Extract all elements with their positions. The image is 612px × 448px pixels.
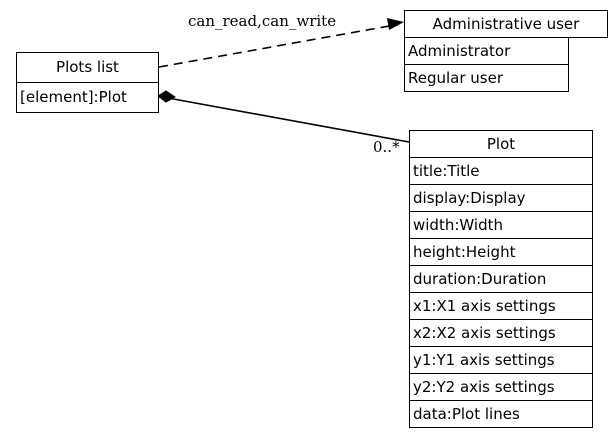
class-box-administrative-user[interactable]: Administrative user Administrator Regula… <box>404 10 608 92</box>
composition-edge <box>157 90 410 143</box>
access-edge-arrowhead <box>387 18 404 30</box>
class-name-plot: Plot <box>409 130 593 158</box>
class-box-plot[interactable]: Plot title:Title display:Display width:W… <box>409 130 593 428</box>
class-attribute-row: Administrator <box>404 37 569 65</box>
edge-label-access: can_read,can_write <box>188 12 337 30</box>
class-attribute-row: data:Plot lines <box>409 400 593 428</box>
class-attribute-row: x1:X1 axis settings <box>409 292 593 320</box>
class-attribute-row: title:Title <box>409 157 593 185</box>
composition-edge-line <box>167 97 410 143</box>
class-box-plots-list[interactable]: Plots list [element]:Plot <box>16 52 159 113</box>
class-attribute-row: Regular user <box>404 64 569 92</box>
composition-diamond-icon <box>157 90 176 103</box>
class-attribute-row: y1:Y1 axis settings <box>409 346 593 374</box>
class-attribute-row: display:Display <box>409 184 593 212</box>
class-name-plots-list: Plots list <box>16 52 159 83</box>
class-attribute-row: [element]:Plot <box>16 82 159 113</box>
class-name-administrative-user: Administrative user <box>404 10 608 38</box>
class-attribute-row: duration:Duration <box>409 265 593 293</box>
edge-label-multiplicity: 0..* <box>373 138 400 156</box>
class-attribute-row: y2:Y2 axis settings <box>409 373 593 401</box>
access-edge-line <box>158 24 396 68</box>
class-attribute-row: x2:X2 axis settings <box>409 319 593 347</box>
class-attribute-row: width:Width <box>409 211 593 239</box>
class-attribute-row: height:Height <box>409 238 593 266</box>
